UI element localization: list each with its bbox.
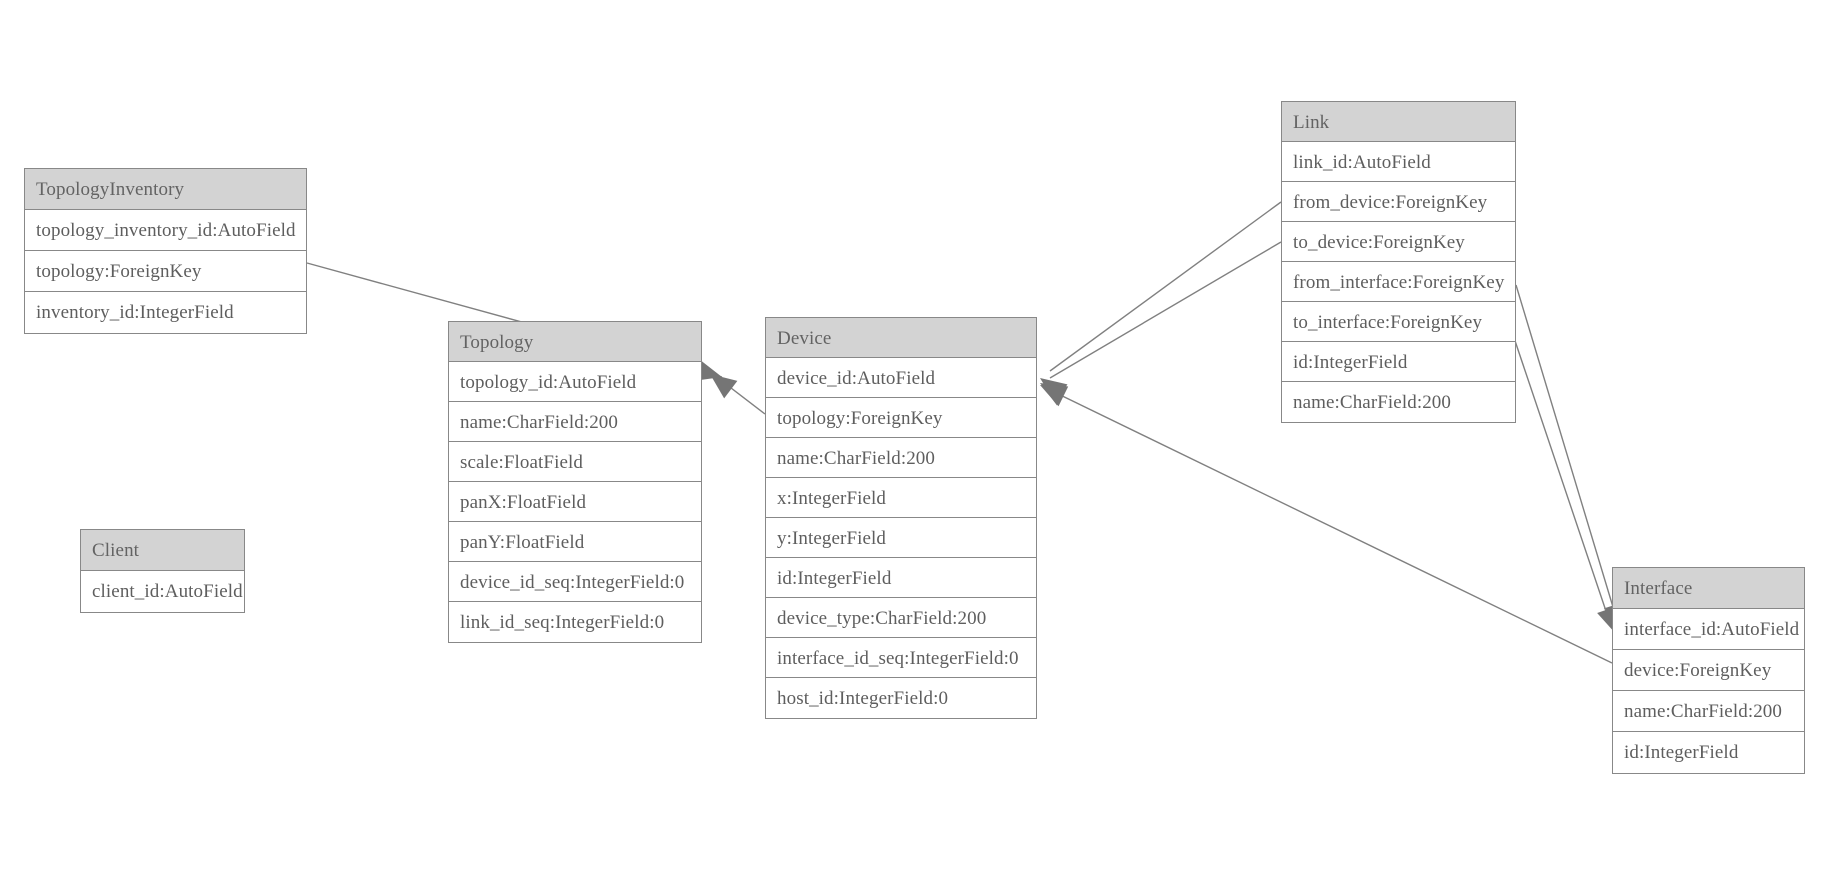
entity-field-row[interactable]: name:CharField:200 — [1613, 691, 1804, 732]
entity-field-row[interactable]: name:CharField:200 — [766, 438, 1036, 478]
entity-title-link: Link — [1282, 102, 1515, 142]
entity-field-row[interactable]: from_device:ForeignKey — [1282, 182, 1515, 222]
entity-title-topology_inventory: TopologyInventory — [25, 169, 306, 210]
entity-field-row[interactable]: link_id_seq:IntegerField:0 — [449, 602, 701, 642]
relation-line — [1515, 284, 1617, 618]
relation-line — [717, 377, 766, 415]
entity-field-row[interactable]: interface_id_seq:IntegerField:0 — [766, 638, 1036, 678]
entity-title-device: Device — [766, 318, 1036, 358]
entity-field-row[interactable]: scale:FloatField — [449, 442, 701, 482]
relation-link-to-interface — [1507, 319, 1618, 634]
relation-device-topology — [710, 374, 766, 415]
entity-field-row[interactable]: id:IntegerField — [1282, 342, 1515, 382]
entity-field-row[interactable]: panY:FloatField — [449, 522, 701, 562]
entity-field-row[interactable]: topology_id:AutoField — [449, 362, 701, 402]
relation-arrowhead — [1040, 383, 1069, 406]
entity-field-row[interactable]: device_id:AutoField — [766, 358, 1036, 398]
entity-field-row[interactable]: topology:ForeignKey — [766, 398, 1036, 438]
entity-field-row[interactable]: name:CharField:200 — [449, 402, 701, 442]
entity-field-row[interactable]: link_id:AutoField — [1282, 142, 1515, 182]
relation-line — [1049, 389, 1613, 664]
entity-field-row[interactable]: host_id:IntegerField:0 — [766, 678, 1036, 718]
relation-line — [1507, 319, 1610, 621]
entity-field-row[interactable]: y:IntegerField — [766, 518, 1036, 558]
entity-title-client: Client — [81, 530, 244, 571]
entity-title-interface: Interface — [1613, 568, 1804, 609]
relation-link-to-device — [1040, 241, 1282, 406]
entity-field-row[interactable]: interface_id:AutoField — [1613, 609, 1804, 650]
entity-field-row[interactable]: name:CharField:200 — [1282, 382, 1515, 422]
relation-arrowhead — [1040, 378, 1068, 403]
relation-link-from-device — [1040, 201, 1282, 403]
entity-field-row[interactable]: to_interface:ForeignKey — [1282, 302, 1515, 342]
relation-arrowhead — [710, 374, 738, 399]
entity-field-row[interactable]: topology:ForeignKey — [25, 251, 306, 292]
entity-field-row[interactable]: from_interface:ForeignKey — [1282, 262, 1515, 302]
entity-title-topology: Topology — [449, 322, 701, 362]
entity-field-row[interactable]: id:IntegerField — [1613, 732, 1804, 773]
entity-field-row[interactable]: x:IntegerField — [766, 478, 1036, 518]
entity-field-row[interactable]: device_type:CharField:200 — [766, 598, 1036, 638]
entity-field-row[interactable]: to_device:ForeignKey — [1282, 222, 1515, 262]
entity-field-row[interactable]: inventory_id:IntegerField — [25, 292, 306, 333]
entity-field-row[interactable]: panX:FloatField — [449, 482, 701, 522]
relation-line — [1049, 201, 1282, 372]
entity-field-row[interactable]: device:ForeignKey — [1613, 650, 1804, 691]
entity-field-row[interactable]: device_id_seq:IntegerField:0 — [449, 562, 701, 602]
entity-field-row[interactable]: topology_inventory_id:AutoField — [25, 210, 306, 251]
relation-line — [1049, 241, 1282, 379]
entity-field-row[interactable]: id:IntegerField — [766, 558, 1036, 598]
relation-arrowhead — [1040, 385, 1069, 407]
entity-field-row[interactable]: client_id:AutoField — [81, 571, 244, 612]
